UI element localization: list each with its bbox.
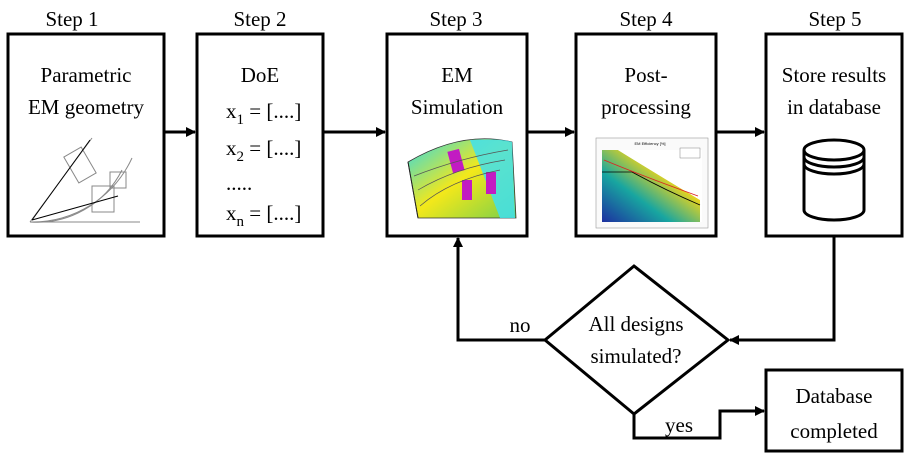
final-label-1: Database [796, 384, 873, 408]
doe-x1: x1 = [....] [226, 99, 301, 128]
geometry-sketch [29, 137, 140, 223]
step-1-label: Step 1 [45, 7, 98, 31]
step-2-label: Step 2 [233, 7, 286, 31]
no-label: no [510, 313, 531, 337]
post-processing-box: Post- processing EM Efficiency [%] [574, 32, 718, 238]
post-label-2: processing [601, 95, 691, 119]
doe-xn: xn = [....] [226, 201, 301, 230]
store-results-box: Store results in database [764, 32, 904, 238]
doe-box: DoE x1 = [....] x2 = [....] ..... xn = [… [195, 32, 325, 238]
geometry-label-2: EM geometry [28, 95, 145, 119]
decision-label-2: simulated? [591, 344, 682, 368]
arrow-store-to-decision [729, 236, 836, 345]
yes-label: yes [665, 413, 693, 437]
decision-diamond: All designs simulated? [542, 264, 731, 416]
motor-field-plot [407, 138, 517, 219]
geometry-box: Parametric EM geometry [6, 32, 166, 238]
geometry-label-1: Parametric [41, 63, 132, 87]
post-label-1: Post- [624, 63, 667, 87]
decision-label-1: All designs [588, 312, 683, 336]
arrow-no-loop [453, 237, 545, 342]
doe-title: DoE [241, 63, 280, 87]
step-3-label: Step 3 [429, 7, 482, 31]
doe-x2: x2 = [....] [226, 136, 301, 165]
step-4-label: Step 4 [619, 7, 673, 31]
simulation-box: EM Simulation [385, 32, 529, 238]
simulation-label-1: EM [441, 63, 473, 87]
doe-dots: ..... [226, 171, 252, 195]
efficiency-map-thumbnail: EM Efficiency [%] [595, 137, 709, 229]
final-label-2: completed [790, 419, 878, 443]
simulation-label-2: Simulation [411, 95, 504, 119]
database-completed-box: Database completed [764, 368, 904, 453]
step-5-label: Step 5 [808, 7, 861, 31]
arrow-yes [632, 406, 765, 440]
efficiency-map-title: EM Efficiency [%] [634, 141, 665, 146]
store-label-1: Store results [782, 63, 886, 87]
database-icon [802, 138, 866, 222]
store-label-2: in database [787, 95, 881, 119]
